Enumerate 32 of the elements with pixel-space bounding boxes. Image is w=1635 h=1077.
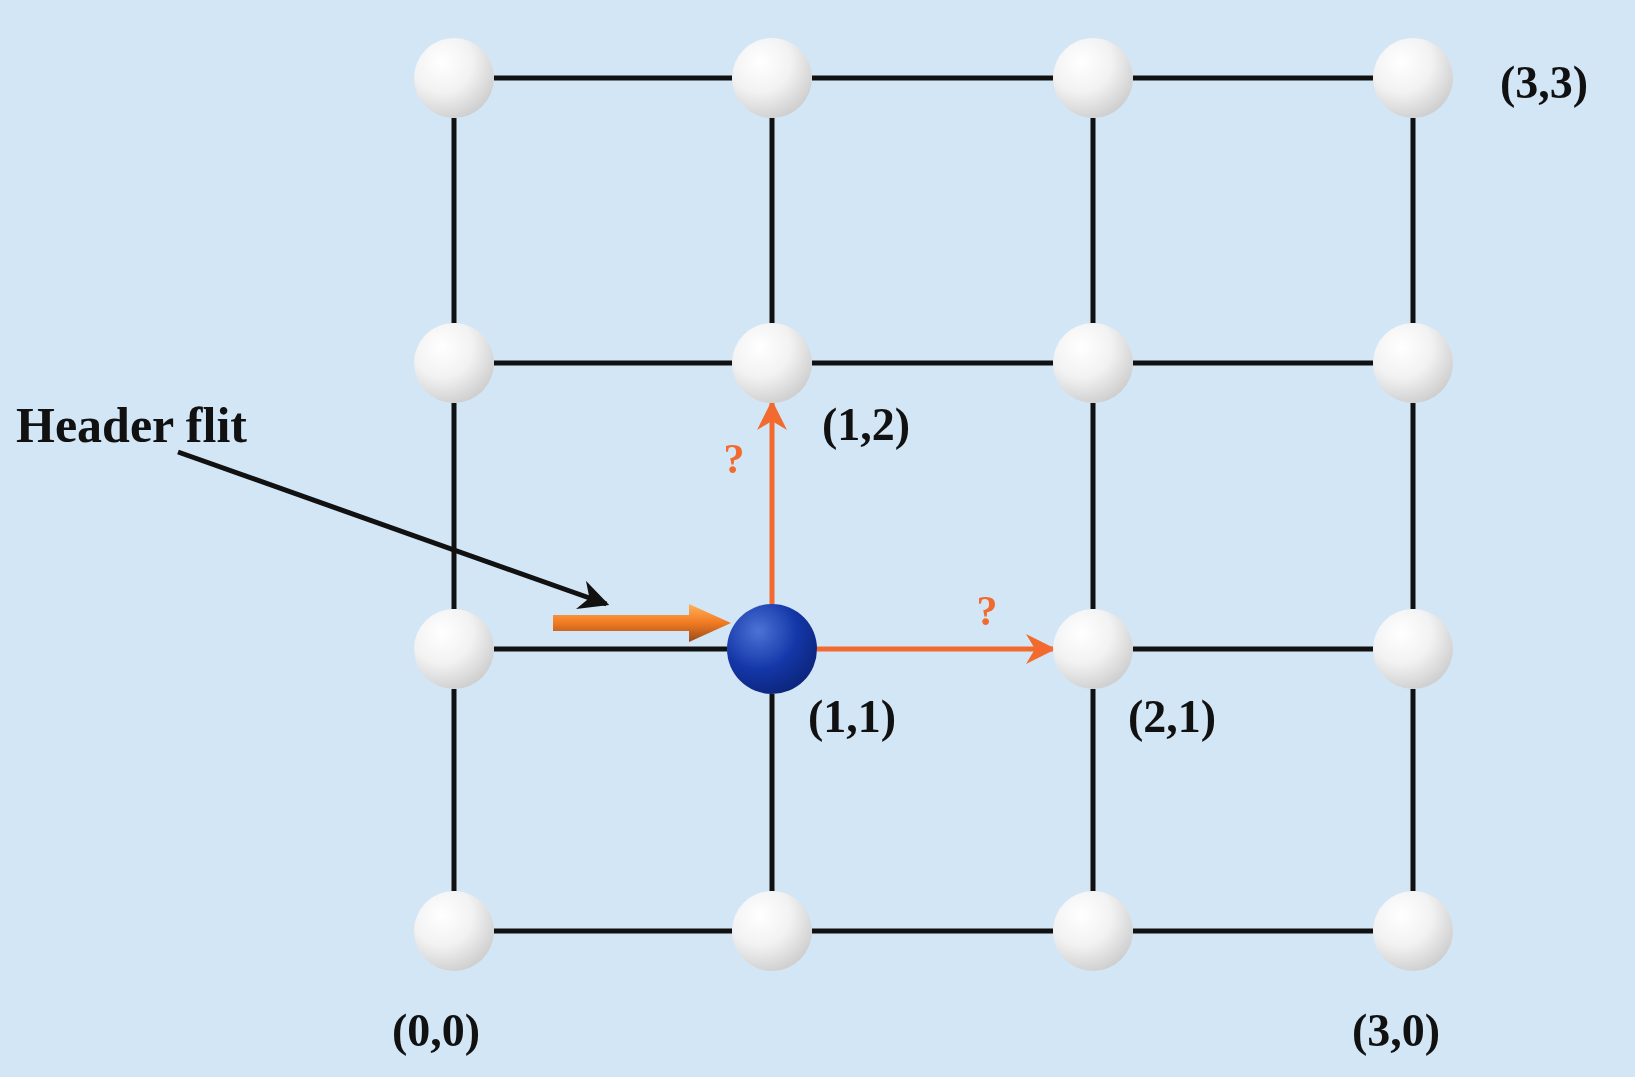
mesh-link: [1090, 118, 1096, 323]
flit-arrow-icon: [553, 604, 731, 642]
mesh-link: [812, 928, 1053, 934]
mesh-link: [451, 118, 457, 323]
callout-label: Header flit: [16, 400, 247, 450]
mesh-link: [494, 646, 727, 652]
mesh-link: [494, 360, 732, 366]
coordinate-label: (2,1): [1128, 694, 1217, 740]
mesh-link: [1133, 928, 1373, 934]
mesh-link: [451, 689, 457, 891]
routing-arrow: [757, 400, 787, 604]
mesh-link: [494, 75, 732, 81]
mesh-link: [1410, 403, 1416, 609]
mesh-link: [769, 694, 775, 891]
mesh-link: [1410, 118, 1416, 323]
mesh-link: [812, 360, 1053, 366]
mesh-link: [1090, 689, 1096, 891]
leader-arrow: [177, 449, 610, 610]
mesh-link: [812, 75, 1053, 81]
mesh-link: [1133, 360, 1373, 366]
mesh-link: [769, 118, 775, 323]
coordinate-label: (1,1): [808, 694, 897, 740]
coordinate-label: (0,0): [392, 1008, 481, 1054]
mesh-link: [1133, 75, 1373, 81]
mesh-link: [451, 403, 457, 609]
mesh-link: [1410, 689, 1416, 891]
mesh-link: [494, 928, 732, 934]
coordinate-label: (3,0): [1352, 1008, 1441, 1054]
coordinate-label: (1,2): [822, 402, 911, 448]
mesh-link: [1090, 403, 1096, 609]
coordinate-label: (3,3): [1500, 60, 1589, 106]
mesh-link: [1133, 646, 1373, 652]
